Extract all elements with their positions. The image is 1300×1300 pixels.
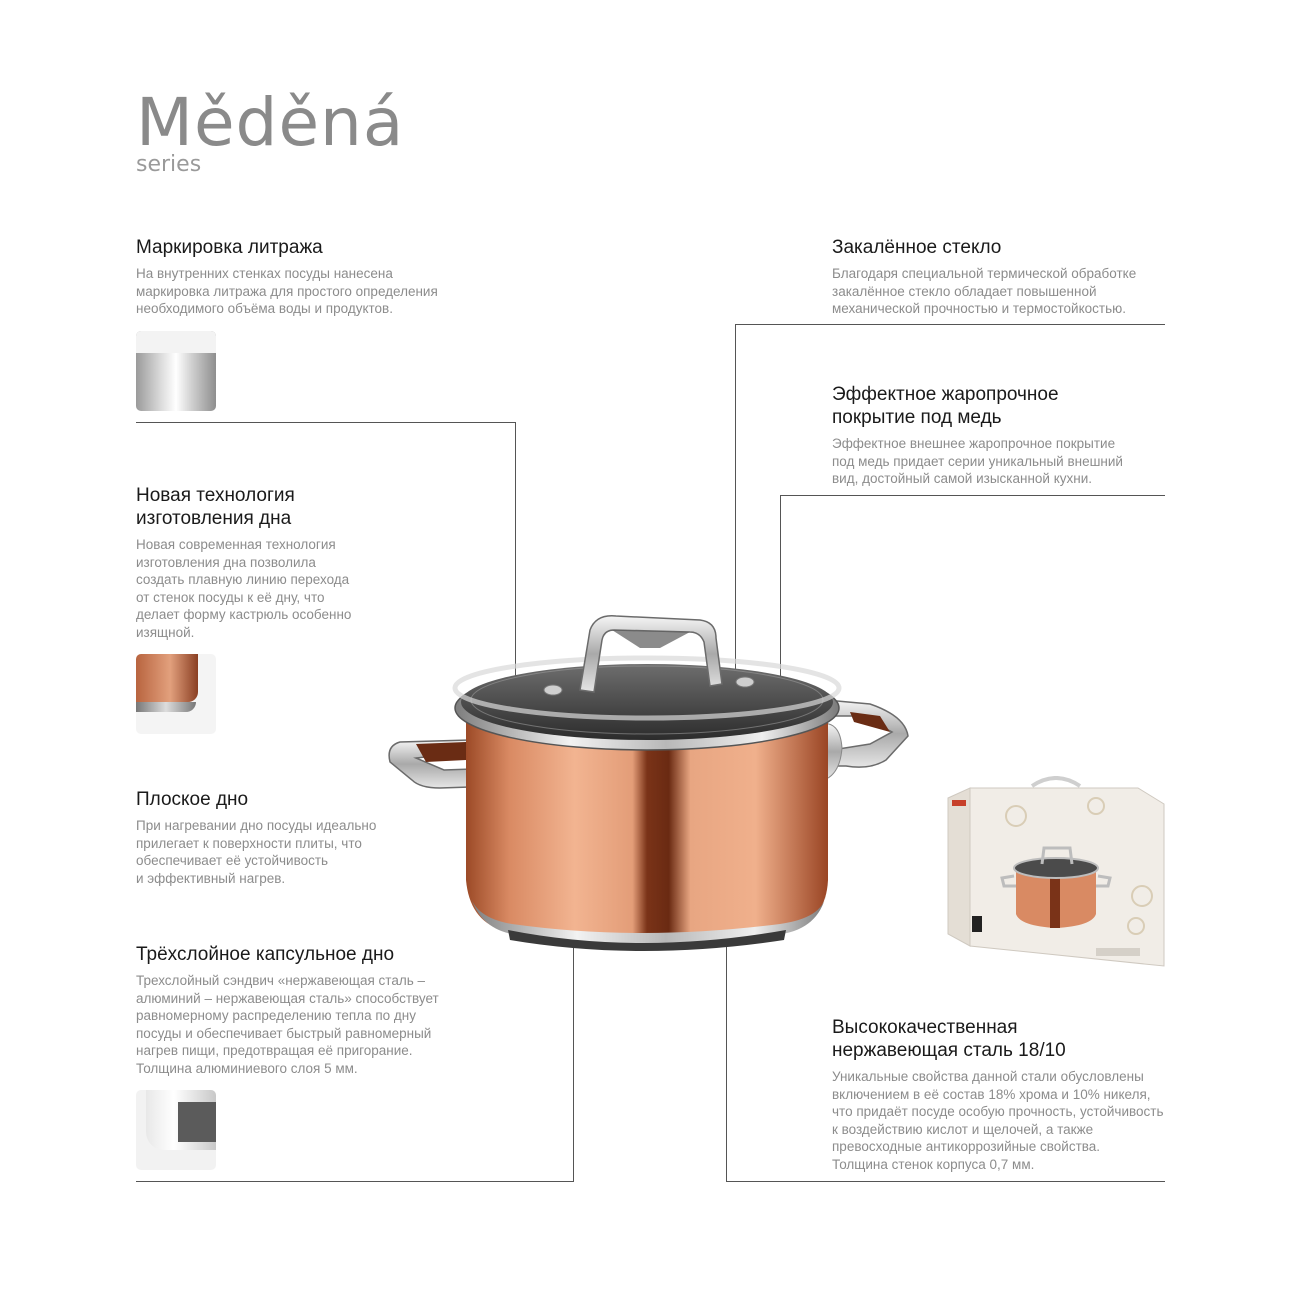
bottom-technology-thumbnail — [136, 654, 216, 734]
feature-title: Плоское дно — [136, 789, 249, 810]
feature-title: Трёхслойное капсульное дно — [136, 944, 395, 965]
box-carry-handle — [1030, 776, 1082, 788]
brand-title: Měděná — [136, 84, 405, 161]
product-box-illustration — [947, 776, 1165, 967]
box-logo-mark — [952, 800, 966, 806]
feature-three-layer-bottom: Трёхслойное капсульное дно Трехслойный с… — [136, 943, 476, 1078]
connector-line — [573, 930, 574, 1182]
feature-title: Закалённое стекло — [832, 237, 1002, 258]
feature-title: Новая технология изготовления дна — [136, 485, 295, 529]
feature-text: При нагревании дно посуды идеально приле… — [136, 818, 377, 886]
feature-text: Эффектное внешнее жаропрочное покрытие п… — [832, 436, 1123, 487]
glass-lid — [461, 664, 833, 740]
feature-text: Новая современная технология изготовлени… — [136, 537, 352, 640]
connector-line — [780, 495, 781, 787]
feature-tempered-glass: Закалённое стекло Благодаря специальной … — [832, 236, 1172, 318]
brand-subtitle: series — [136, 152, 202, 177]
pot-bottom-band — [470, 895, 826, 944]
feature-bottom-technology: Новая технология изготовления дна Новая … — [136, 484, 396, 642]
connector-line — [735, 324, 1165, 325]
pot-base — [508, 930, 786, 951]
connector-line — [780, 495, 1165, 496]
feature-copper-coating: Эффектное жаропрочное покрытие под медь … — [832, 383, 1172, 488]
connector-line — [735, 324, 736, 674]
connector-line — [136, 1181, 574, 1182]
feature-liter-marking: Маркировка литража На внутренних стенках… — [136, 236, 476, 318]
feature-text: Благодаря специальной термической обрабо… — [832, 266, 1137, 317]
feature-flat-bottom: Плоское дно При нагревании дно посуды ид… — [136, 788, 416, 887]
lid-handle — [579, 615, 723, 693]
connector-line — [515, 422, 516, 694]
box-side — [947, 787, 971, 947]
liter-marking-thumbnail — [136, 331, 216, 411]
three-layer-thumbnail — [136, 1090, 216, 1170]
feature-title: Маркировка литража — [136, 237, 323, 258]
connector-line — [136, 422, 516, 423]
feature-stainless-steel: Высококачественная нержавеющая сталь 18/… — [832, 1016, 1177, 1174]
lid-screw — [543, 684, 563, 696]
lid-screw — [735, 676, 755, 688]
right-handle-copper-inlay — [850, 712, 890, 732]
feature-title: Высококачественная нержавеющая сталь 18/… — [832, 1017, 1066, 1061]
feature-text: Уникальные свойства данной стали обуслов… — [832, 1069, 1164, 1172]
brand-logo: Měděná series — [136, 84, 405, 178]
feature-text: Трехслойный сэндвич «нержавеющая сталь –… — [136, 973, 439, 1076]
connector-line — [726, 838, 727, 1182]
pot-body — [466, 708, 828, 942]
feature-text: На внутренних стенках посуды нанесена ма… — [136, 266, 438, 317]
connector-line — [726, 1181, 1165, 1182]
feature-title: Эффектное жаропрочное покрытие под медь — [832, 384, 1059, 428]
left-handle-copper-inlay — [416, 742, 466, 762]
